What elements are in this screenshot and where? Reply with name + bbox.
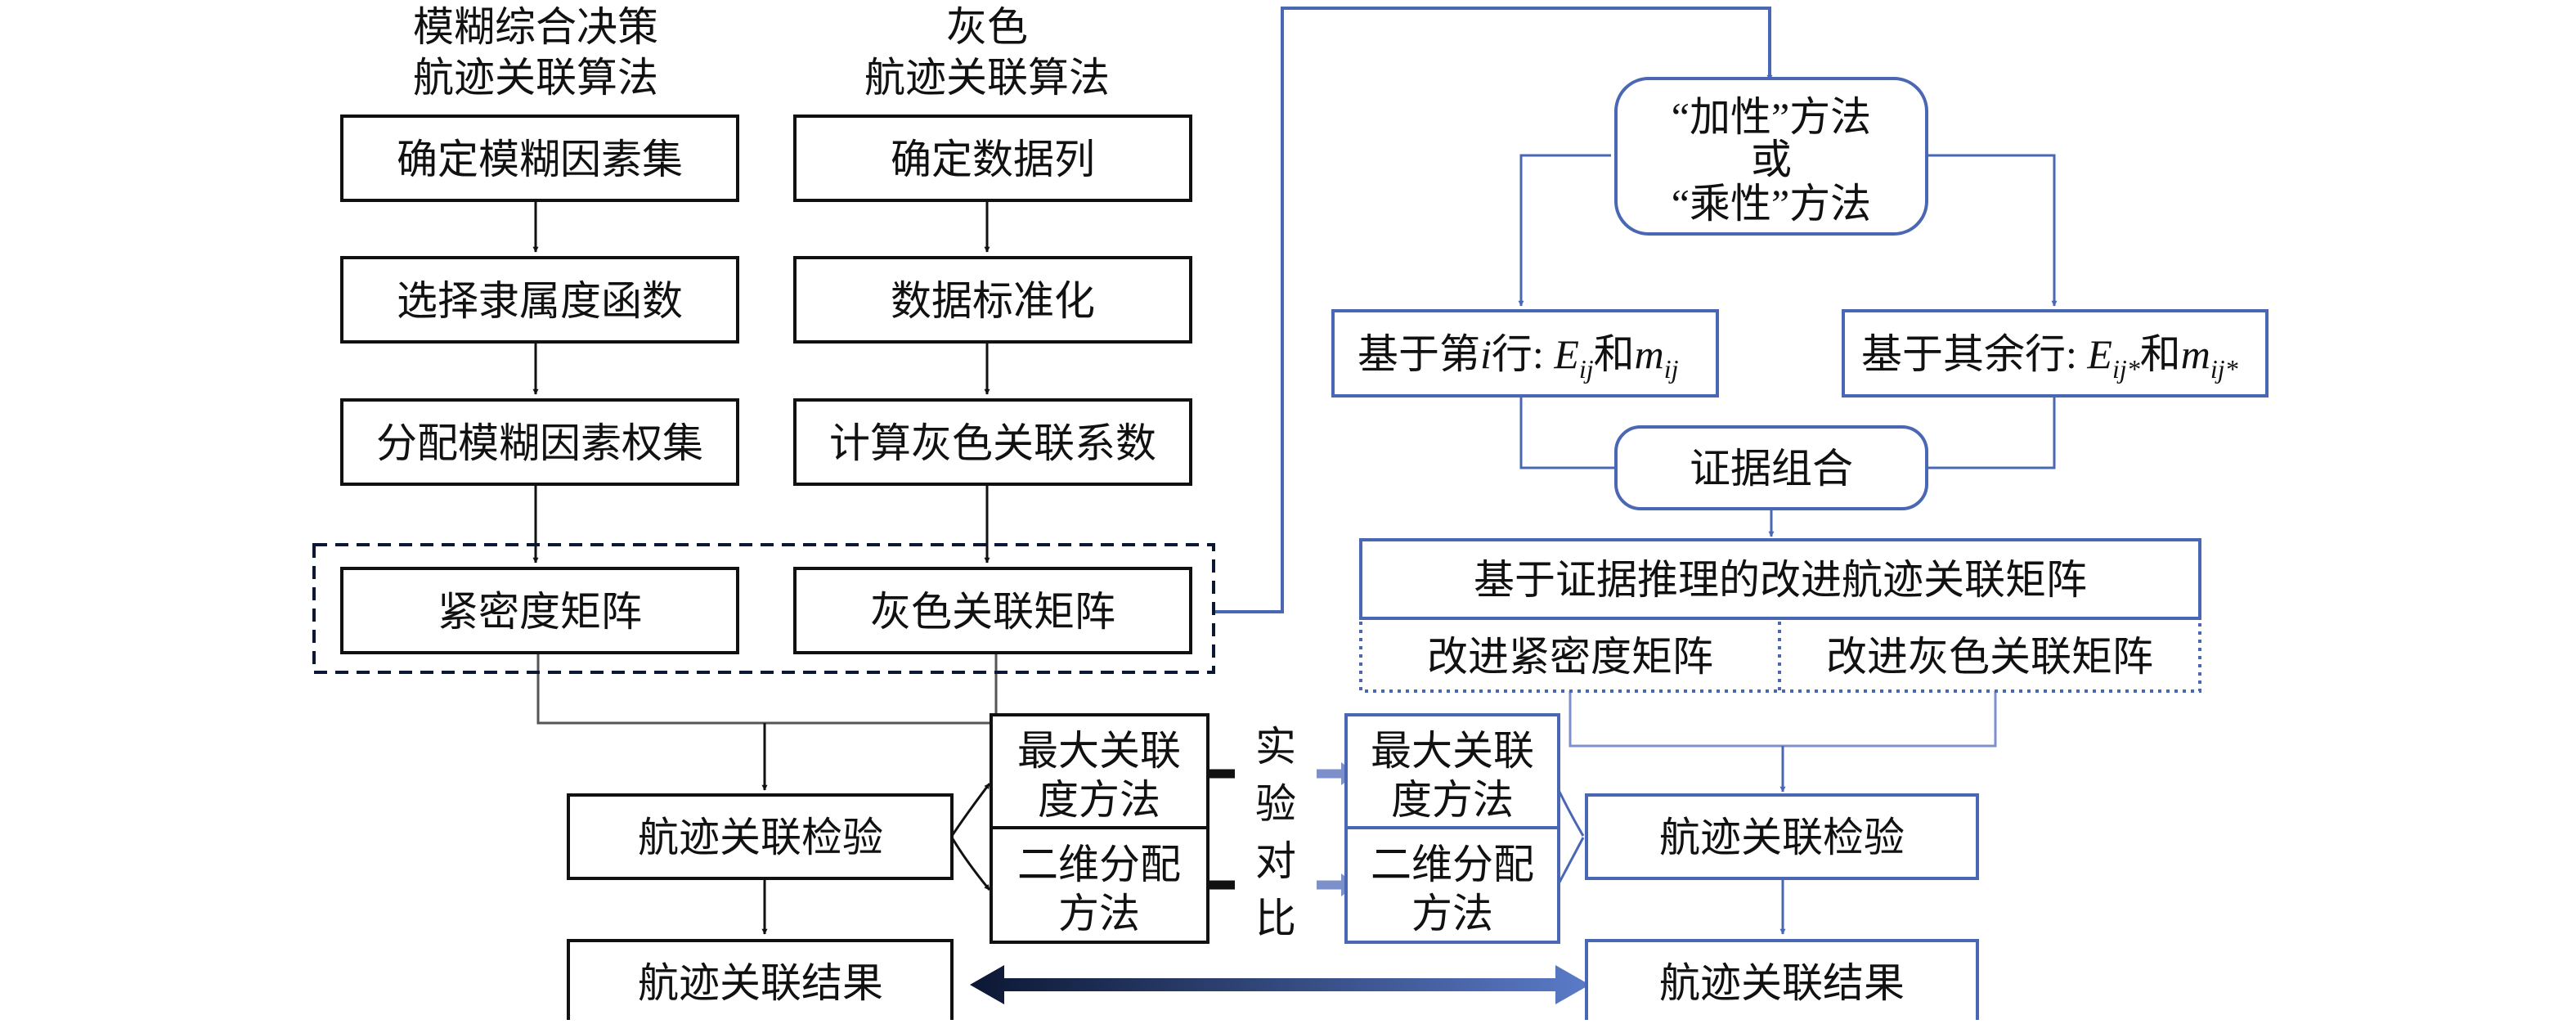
svg-text:“乘性”方法: “乘性”方法 [1672,181,1871,227]
basis-left-mid: 行: [1492,331,1554,377]
basis-right-box[interactable]: 基于其余行: Eij*和mij* [1842,309,2269,397]
svg-text:基于其余行: Eij*和mij*: 基于其余行: Eij*和mij* [1861,331,2238,384]
svg-text:航迹关联结果: 航迹关联结果 [638,960,883,1006]
svg-text:计算灰色关联系数: 计算灰色关联系数 [829,420,1156,466]
right-max-method-box[interactable]: 最大关联 度方法 [1344,713,1560,829]
basis-left-m: m [1635,331,1664,377]
grey-step-1[interactable]: 确定数据列 [793,115,1192,202]
basis-left-i: i [1480,331,1492,377]
grey-step-2[interactable]: 数据标准化 [793,256,1192,344]
basis-right-E-sub: ij* [2112,354,2140,384]
svg-text:二维分配: 二维分配 [1017,842,1181,887]
svg-text:基于证据推理的改进航迹关联矩阵: 基于证据推理的改进航迹关联矩阵 [1474,557,2087,603]
svg-text:选择隶属度函数: 选择隶属度函数 [397,278,683,324]
basis-right-m: m [2181,331,2210,377]
merge-line-left [536,654,998,725]
line-basis-right-to-evidence [1922,396,2056,469]
svg-text:灰色关联矩阵: 灰色关联矩阵 [870,589,1115,635]
grey-matrix-box[interactable]: 灰色关联矩阵 [793,567,1192,654]
compact-matrix-box[interactable]: 紧密度矩阵 [340,567,739,654]
basis-left-m-sub: ij [1664,354,1679,384]
left-2d-method-box[interactable]: 二维分配 方法 [990,826,1209,944]
svg-text:最大关联: 最大关联 [1371,728,1534,774]
svg-text:比: 比 [1255,896,1296,941]
fuzzy-title: 模糊综合决策 航迹关联算法 [413,4,658,101]
svg-text:改进灰色关联矩阵: 改进灰色关联矩阵 [1826,634,2153,680]
right-2d-method-box[interactable]: 二维分配 方法 [1344,826,1560,944]
svg-text:“加性”方法: “加性”方法 [1672,94,1871,140]
svg-text:或: 或 [1751,137,1792,182]
basis-right-E: E [2086,331,2112,377]
blue-link-to-method [1214,7,1773,613]
arrow-left-check-to-2d [950,837,991,891]
arrow-method-right [1922,154,2058,307]
grey-title-line-1: 灰色 [946,4,1028,50]
improved-matrix-box[interactable]: 基于证据推理的改进航迹关联矩阵 [1359,538,2201,620]
left-result-box[interactable]: 航迹关联结果 [567,939,954,1024]
svg-text:航迹关联检验: 航迹关联检验 [638,815,883,860]
grey-title-line-2: 航迹关联算法 [864,55,1110,101]
basis-left-prefix: 基于第 [1358,331,1480,377]
result-comparison-arrow [970,965,1590,1004]
basis-left-E-sub: ij [1579,354,1594,384]
svg-text:对: 对 [1255,838,1296,884]
svg-text:航迹关联结果: 航迹关联结果 [1659,960,1905,1006]
improved-sub-matrices: 改进紧密度矩阵 改进灰色关联矩阵 [1359,622,2201,693]
svg-text:最大关联: 最大关联 [1017,728,1181,774]
svg-text:方法: 方法 [1411,891,1493,936]
basis-left-box[interactable]: 基于第i行: Eij和mij [1331,309,1719,397]
fuzzy-step-1[interactable]: 确定模糊因素集 [340,115,739,202]
svg-text:方法: 方法 [1058,891,1140,936]
svg-text:实: 实 [1255,724,1296,770]
fuzzy-step-3[interactable]: 分配模糊因素权集 [340,398,739,486]
method-box[interactable]: “加性”方法 或 “乘性”方法 [1614,77,1928,236]
fuzzy-title-line-1: 模糊综合决策 [413,4,658,50]
matrix-group-border [312,543,1215,674]
svg-text:航迹关联检验: 航迹关联检验 [1659,815,1905,860]
arrow-method-left [1518,154,1611,307]
right-result-box[interactable]: 航迹关联结果 [1585,939,1979,1024]
improved-compact-matrix[interactable]: 改进紧密度矩阵 [1427,634,1713,680]
basis-left-E: E [1553,331,1579,377]
merge-line-right [1568,691,1997,748]
basis-left-and: 和 [1594,331,1635,377]
evidence-combination-box[interactable]: 证据组合 [1614,425,1928,510]
fuzzy-title-line-2: 航迹关联算法 [413,55,658,101]
svg-text:分配模糊因素权集: 分配模糊因素权集 [376,420,703,466]
basis-right-prefix: 基于其余行: [1861,331,2087,377]
svg-text:数据标准化: 数据标准化 [891,278,1095,324]
svg-text:确定数据列: 确定数据列 [891,137,1095,182]
line-basis-left-to-evidence [1519,396,1616,469]
svg-text:度方法: 度方法 [1391,777,1514,823]
svg-text:度方法: 度方法 [1038,777,1160,823]
svg-text:紧密度矩阵: 紧密度矩阵 [438,589,642,635]
basis-right-m-sub: ij* [2210,354,2238,384]
experiment-comparison-label: 实 验 对 比 [1255,724,1296,941]
svg-text:验: 验 [1255,781,1296,827]
svg-text:基于第i行: Eij和mij: 基于第i行: Eij和mij [1358,331,1679,384]
improved-sub-border [1359,622,2201,693]
fuzzy-step-2[interactable]: 选择隶属度函数 [340,256,739,344]
svg-text:二维分配: 二维分配 [1371,842,1534,887]
svg-text:确定模糊因素集: 确定模糊因素集 [397,137,683,182]
right-check-box[interactable]: 航迹关联检验 [1585,793,1979,880]
grey-title: 灰色 航迹关联算法 [864,4,1110,101]
grey-step-3[interactable]: 计算灰色关联系数 [793,398,1192,486]
svg-text:证据组合: 证据组合 [1690,446,1853,492]
left-check-box[interactable]: 航迹关联检验 [567,793,954,880]
arrow-left-check-to-max [950,783,991,837]
svg-text:改进紧密度矩阵: 改进紧密度矩阵 [1427,634,1713,680]
improved-grey-matrix[interactable]: 改进灰色关联矩阵 [1826,634,2153,680]
basis-right-and: 和 [2140,331,2181,377]
left-max-method-box[interactable]: 最大关联 度方法 [990,713,1209,829]
